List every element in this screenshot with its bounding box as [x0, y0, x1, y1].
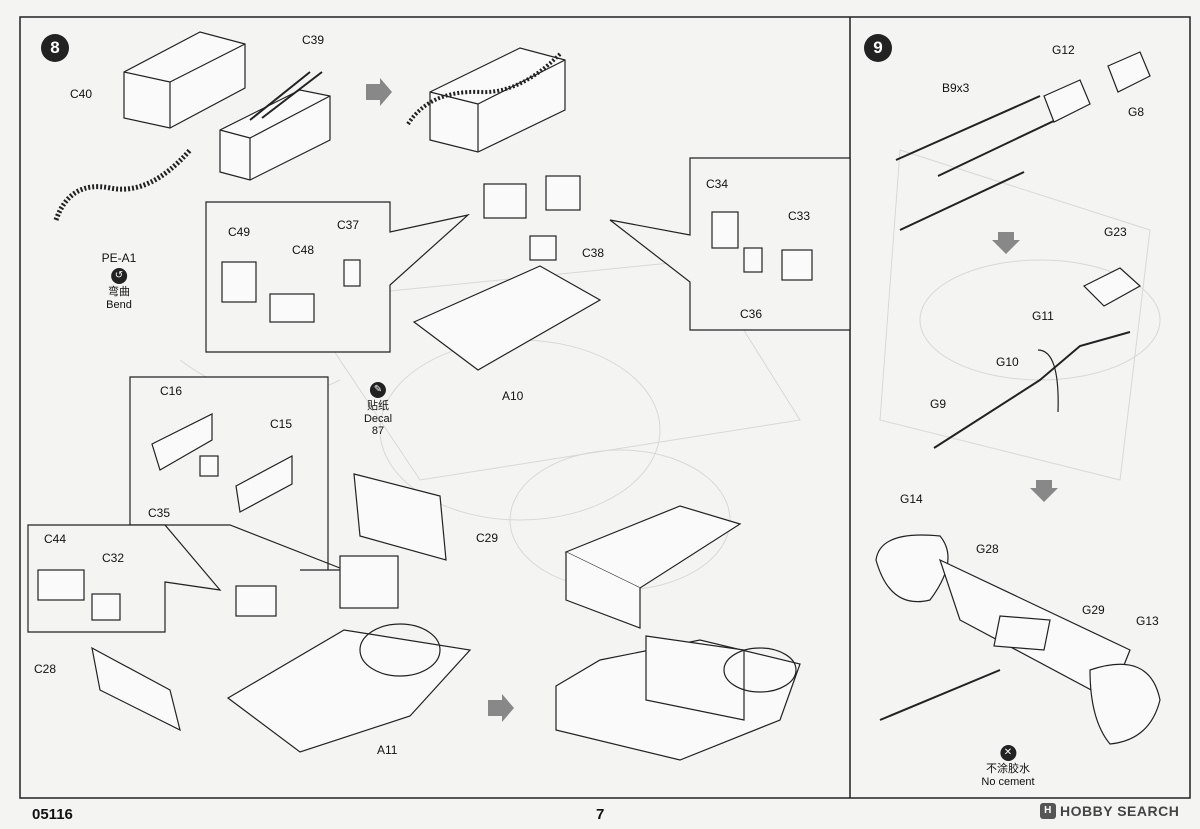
callout-c32-box	[27, 524, 222, 633]
background-ghost-art	[179, 149, 1161, 591]
bottom-left-assembly	[91, 473, 472, 753]
part-label-g11: G11	[1032, 309, 1054, 323]
brand-watermark: H HOBBY SEARCH	[1040, 803, 1179, 819]
brand-logo-icon: H	[1040, 803, 1056, 819]
callout-c32-parts	[37, 569, 121, 621]
part-label-c44: C44	[44, 532, 67, 546]
callout-c33-parts	[711, 211, 813, 281]
part-label-g8: G8	[1128, 105, 1145, 119]
step-9-badge: 9	[864, 34, 892, 62]
step9-parts	[875, 51, 1161, 745]
brand-text: HOBBY SEARCH	[1060, 803, 1180, 819]
bend-note: ↺ 弯曲 Bend	[106, 268, 132, 311]
part-label-c34: C34	[706, 177, 729, 191]
part-label-g12: G12	[1052, 43, 1075, 57]
step-arrows	[366, 78, 1058, 722]
part-label-pe-a1: PE-A1	[101, 251, 137, 265]
part-label-c28: C28	[34, 662, 57, 676]
callout-c48-parts	[221, 259, 361, 323]
part-label-g28: G28	[976, 542, 999, 556]
bend-label-cn: 弯曲	[107, 286, 130, 298]
product-code: 05116	[32, 806, 73, 823]
part-label-g13: G13	[1136, 614, 1159, 628]
bend-label-en: Bend	[106, 298, 132, 311]
bottom-right-result	[555, 505, 801, 761]
part-label-c39: C39	[302, 33, 325, 47]
part-label-c48: C48	[292, 243, 315, 257]
no-cement-label-en: No cement	[981, 775, 1035, 788]
page-number: 7	[596, 806, 605, 823]
no-cement-icon: ✕	[999, 745, 1016, 761]
top-center-assembly	[406, 47, 602, 371]
panel-frames	[19, 16, 1191, 799]
part-label-c16: C16	[160, 384, 183, 398]
part-label-c33: C33	[788, 209, 811, 223]
part-c40-box	[123, 31, 246, 129]
no-cement-label-cn: 不涂胶水	[985, 763, 1030, 775]
part-pe-a1-belt	[53, 148, 192, 221]
part-label-a11: A11	[377, 743, 398, 757]
decal-label-en: Decal	[363, 412, 393, 425]
decal-note: ✎ 贴纸 Decal 87	[364, 382, 392, 438]
part-label-c35: C35	[148, 506, 171, 520]
part-label-g14: G14	[900, 492, 923, 506]
part-label-c49: C49	[228, 225, 251, 239]
decal-number: 87	[371, 425, 385, 438]
part-label-b9x3: B9x3	[942, 81, 970, 95]
part-label-g10: G10	[996, 355, 1019, 369]
part-label-g23: G23	[1104, 225, 1127, 239]
part-label-c38: C38	[582, 246, 605, 260]
part-label-c36: C36	[740, 307, 763, 321]
callout-c15-parts	[151, 413, 293, 513]
part-label-c37: C37	[337, 218, 360, 232]
decal-icon: ✎	[370, 382, 386, 398]
step-8-badge: 8	[41, 34, 69, 62]
bend-icon: ↺	[110, 268, 127, 284]
part-label-c15: C15	[270, 417, 293, 431]
part-label-g29: G29	[1082, 603, 1105, 617]
decal-label-cn: 贴纸	[367, 400, 389, 412]
part-label-c29: C29	[476, 531, 499, 545]
part-c39-box	[219, 71, 331, 181]
part-label-c32: C32	[102, 551, 125, 565]
part-label-g9: G9	[930, 397, 947, 411]
part-label-c40: C40	[70, 87, 93, 101]
no-cement-note: ✕ 不涂胶水 No cement	[981, 745, 1035, 788]
part-label-a10: A10	[502, 389, 524, 403]
